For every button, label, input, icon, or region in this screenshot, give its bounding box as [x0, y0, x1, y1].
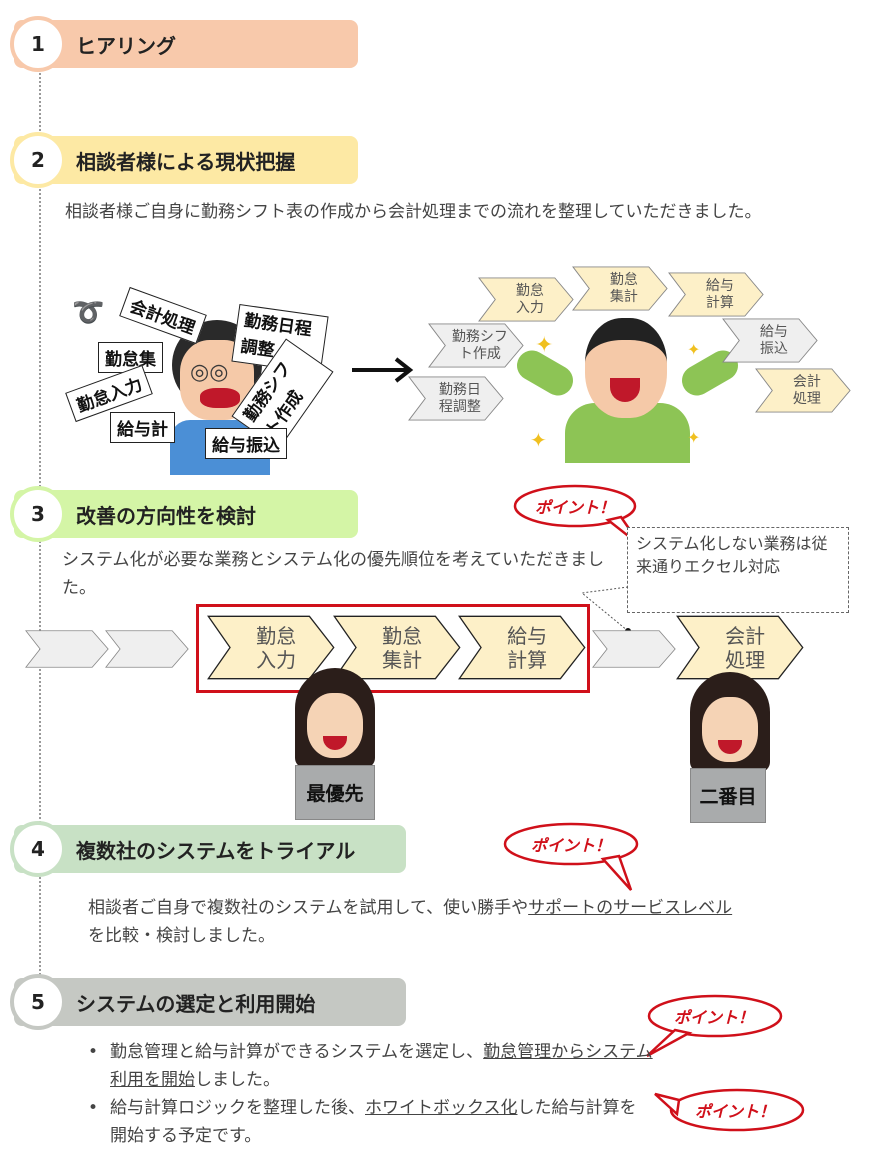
step-number: 3 — [10, 486, 66, 542]
messy-tag: 会計処理 — [119, 286, 207, 345]
flow-step-chevron: 給与 振込 — [722, 318, 818, 363]
bullet-item: 給与計算ロジックを整理した後、ホワイトボックス化した給与計算を開始する予定です。 — [88, 1094, 653, 1150]
priority-sign: 最優先 — [295, 765, 375, 820]
confused-person-illustration: ➰ ◎◎ 会計処理 勤務日程調整 勤怠集 勤怠入力 勤務シフト作成 給与計 給与… — [60, 270, 350, 475]
point-bubble: ポイント！ — [654, 1086, 805, 1134]
tangle-icon: ➰ — [72, 298, 105, 328]
flow-step-chevron: 会計 処理 — [676, 615, 804, 680]
priority-highlight-box — [196, 604, 590, 693]
point-bubble: ポイント！ — [503, 822, 639, 891]
step-number: 2 — [10, 132, 66, 188]
sparkle-icon: ✦ — [535, 333, 554, 358]
flow-step-chevron-empty — [105, 630, 189, 668]
step-title: ヒアリング — [76, 33, 176, 58]
step-title: システムの選定と利用開始 — [76, 991, 316, 1016]
flow-step-chevron: 勤怠 集計 — [333, 615, 461, 680]
step-number: 5 — [10, 974, 66, 1030]
bullet-item: 勤怠管理と給与計算ができるシステムを選定し、勤怠管理からシステム利用を開始しまし… — [88, 1038, 653, 1094]
flow-step-chevron: 給与 計算 — [458, 615, 586, 680]
flow-step-chevron: 給与 計算 — [668, 272, 764, 317]
step-number: 4 — [10, 821, 66, 877]
flow-step-chevron: 勤務シフ ト作成 — [428, 323, 524, 368]
woman-illustration — [295, 668, 375, 768]
sparkle-icon: ✦ — [530, 428, 547, 452]
no-system-callout: システム化しない業務は従来通りエクセル対応 — [627, 527, 849, 613]
flow-step-chevron: 勤務日 程調整 — [408, 376, 504, 421]
flow-step-chevron: 勤怠 入力 — [207, 615, 335, 680]
step-1-header: 1 ヒアリング — [10, 16, 358, 72]
step-2-header: 2 相談者様による現状把握 — [10, 132, 358, 188]
point-bubble: ポイント！ — [513, 484, 643, 547]
step-5-header: 5 システムの選定と利用開始 — [10, 974, 406, 1030]
messy-tag: 給与計 — [110, 412, 175, 443]
flow-step-chevron: 会計 処理 — [755, 368, 851, 413]
step-title: 改善の方向性を検討 — [76, 503, 256, 528]
happy-person-illustration: ✦ ✦ ✦ ✦ — [511, 318, 744, 463]
point-bubble: ポイント！ — [645, 994, 783, 1058]
step-3-description: システム化が必要な業務とシステム化の優先順位を考えていただきました。 — [62, 550, 605, 598]
flow-step-chevron-empty — [25, 630, 109, 668]
arrow-right-icon — [352, 357, 414, 383]
step-5-bullets: 勤怠管理と給与計算ができるシステムを選定し、勤怠管理からシステム利用を開始しまし… — [88, 1038, 653, 1150]
woman-illustration — [690, 672, 770, 772]
step-2-description: 相談者様ご自身に勤務シフト表の作成から会計処理までの流れを整理していただきました… — [65, 202, 762, 222]
sparkle-icon: ✦ — [687, 428, 701, 447]
step-title: 複数社のシステムをトライアル — [76, 838, 356, 863]
flow-step-chevron: 勤怠 入力 — [478, 277, 574, 322]
step-number: 1 — [10, 16, 66, 72]
step-title: 相談者様による現状把握 — [76, 149, 296, 174]
sparkle-icon: ✦ — [687, 340, 701, 359]
step-4-header: 4 複数社のシステムをトライアル — [10, 821, 406, 877]
priority-sign: 二番目 — [690, 768, 766, 823]
step-3-header: 3 改善の方向性を検討 — [10, 486, 358, 542]
messy-tag: 給与振込 — [205, 428, 287, 459]
flow-step-chevron-empty — [592, 630, 676, 668]
step-4-description: 相談者ご自身で複数社のシステムを試用して、使い勝手やサポートのサービスレベルを比… — [88, 898, 733, 946]
flow-step-chevron: 勤怠 集計 — [572, 266, 668, 311]
